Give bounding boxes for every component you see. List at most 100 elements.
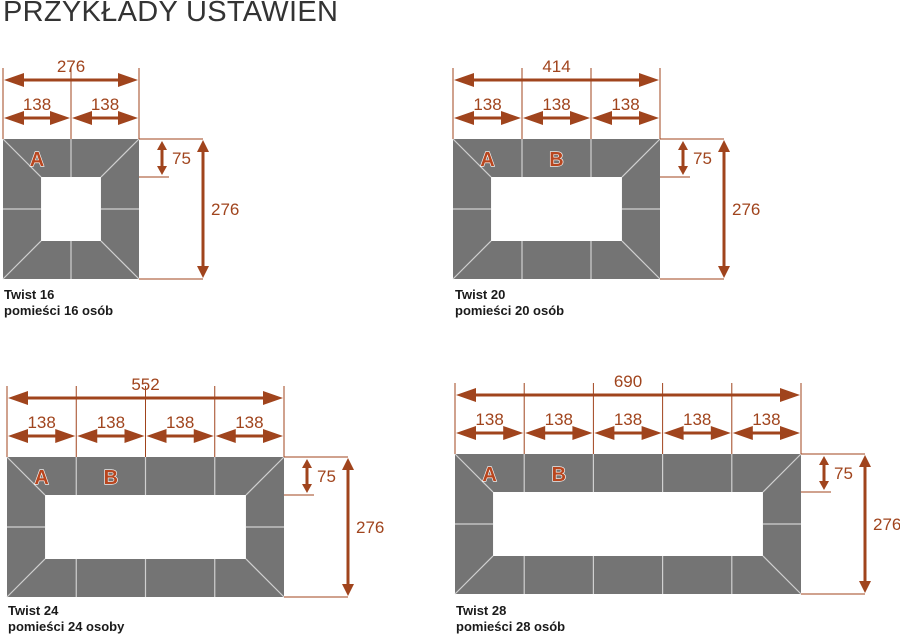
table-depth-dimension: 75 [678, 141, 712, 176]
arrowhead [77, 429, 98, 443]
layout-capacity: pomieści 28 osób [456, 619, 566, 634]
arrowhead [456, 388, 476, 402]
module-dimension: 138 [456, 410, 524, 440]
module-dimension: 138 [592, 95, 659, 125]
segment-label: A [30, 149, 44, 171]
dimension-label: 138 [23, 95, 51, 114]
module-dimension: 138 [146, 413, 214, 443]
dimension-label: 138 [27, 413, 55, 432]
arrowhead [678, 141, 688, 150]
arrowhead [263, 429, 283, 443]
dimension-label: 138 [614, 410, 642, 429]
arrowhead [780, 388, 800, 402]
table-seams [452, 138, 661, 280]
arrowhead [780, 426, 800, 440]
layout-name: Twist 24 [8, 603, 59, 618]
seam-corner [100, 138, 140, 178]
arrowhead [859, 581, 871, 593]
arrowhead [193, 429, 214, 443]
arrowhead [302, 484, 312, 494]
dimension-label: 276 [732, 200, 760, 219]
arrowhead [72, 111, 92, 125]
arrowhead [570, 111, 590, 125]
arrowhead [572, 426, 593, 440]
layout-capacity: pomieści 24 osoby [8, 619, 125, 634]
segment-label: B [552, 464, 566, 486]
seam-corner [2, 240, 42, 280]
arrowhead [456, 426, 476, 440]
dimension-label: 138 [611, 95, 639, 114]
arrowhead [718, 140, 730, 152]
layout-name: Twist 28 [456, 603, 507, 618]
seam-corner [452, 240, 492, 280]
arrowhead [639, 73, 659, 87]
table-ring [454, 453, 802, 595]
module-dimension: 138 [594, 410, 662, 440]
arrowhead [215, 429, 236, 443]
table-surface [3, 139, 139, 279]
layout-name: Twist 16 [4, 287, 55, 302]
layout-twist16: A 138 138 276 276 75 [2, 57, 239, 280]
depth-dimension: 276 [197, 140, 239, 278]
dimension-label: 138 [91, 95, 119, 114]
segment-label: B [104, 467, 118, 489]
module-dimension: 138 [4, 95, 70, 125]
total-width-dimension: 690 [456, 372, 800, 402]
seam-corner [245, 558, 285, 598]
arrowhead [4, 73, 24, 87]
arrowhead [342, 584, 354, 596]
table-ring [6, 456, 285, 598]
arrowhead [718, 266, 730, 278]
arrowhead [146, 429, 167, 443]
module-dimension: 138 [72, 95, 138, 125]
layout-name: Twist 20 [455, 287, 506, 302]
layout-caption-twist24: Twist 24 pomieści 24 osoby [8, 603, 124, 635]
seam-corner [454, 453, 494, 493]
dimension-label: 276 [57, 57, 85, 76]
depth-dimension: 276 [718, 140, 760, 278]
seam-corner [100, 240, 140, 280]
seam-corner [454, 555, 494, 595]
arrowhead [8, 429, 28, 443]
layout-caption-twist28: Twist 28 pomieści 28 osób [456, 603, 565, 635]
dimension-label: 138 [542, 95, 570, 114]
arrowhead [523, 111, 543, 125]
module-dimension: 138 [663, 410, 731, 440]
arrowhead [302, 459, 312, 468]
dimension-label: 75 [172, 149, 191, 168]
module-dimension: 138 [523, 95, 590, 125]
dimension-label: 75 [834, 464, 853, 483]
arrowhead [639, 111, 659, 125]
arrowhead [710, 426, 731, 440]
dimension-label: 276 [211, 200, 239, 219]
arrowhead [124, 429, 145, 443]
total-width-dimension: 552 [8, 375, 283, 405]
dimension-label: 75 [693, 149, 712, 168]
dimension-label: 690 [614, 372, 642, 391]
arrowhead [732, 426, 753, 440]
arrowhead [819, 481, 829, 491]
table-surface [453, 139, 660, 279]
module-dimension: 138 [525, 410, 593, 440]
arrowhead [342, 458, 354, 470]
arrowhead [55, 429, 76, 443]
seam-corner [2, 138, 42, 178]
arrowhead [525, 426, 546, 440]
dimension-label: 276 [356, 518, 384, 537]
module-dimension: 138 [732, 410, 800, 440]
page-title: PRZYKŁADY USTAWIEŃ [3, 0, 339, 28]
module-dimension: 138 [215, 413, 283, 443]
arrowhead [641, 426, 662, 440]
arrowhead [157, 166, 167, 176]
dimension-label: 75 [317, 467, 336, 486]
table-ring [452, 138, 661, 280]
arrowhead [859, 455, 871, 467]
table-depth-dimension: 75 [157, 141, 191, 176]
arrowhead [678, 166, 688, 176]
arrowhead [197, 266, 209, 278]
total-width-dimension: 414 [454, 57, 659, 87]
